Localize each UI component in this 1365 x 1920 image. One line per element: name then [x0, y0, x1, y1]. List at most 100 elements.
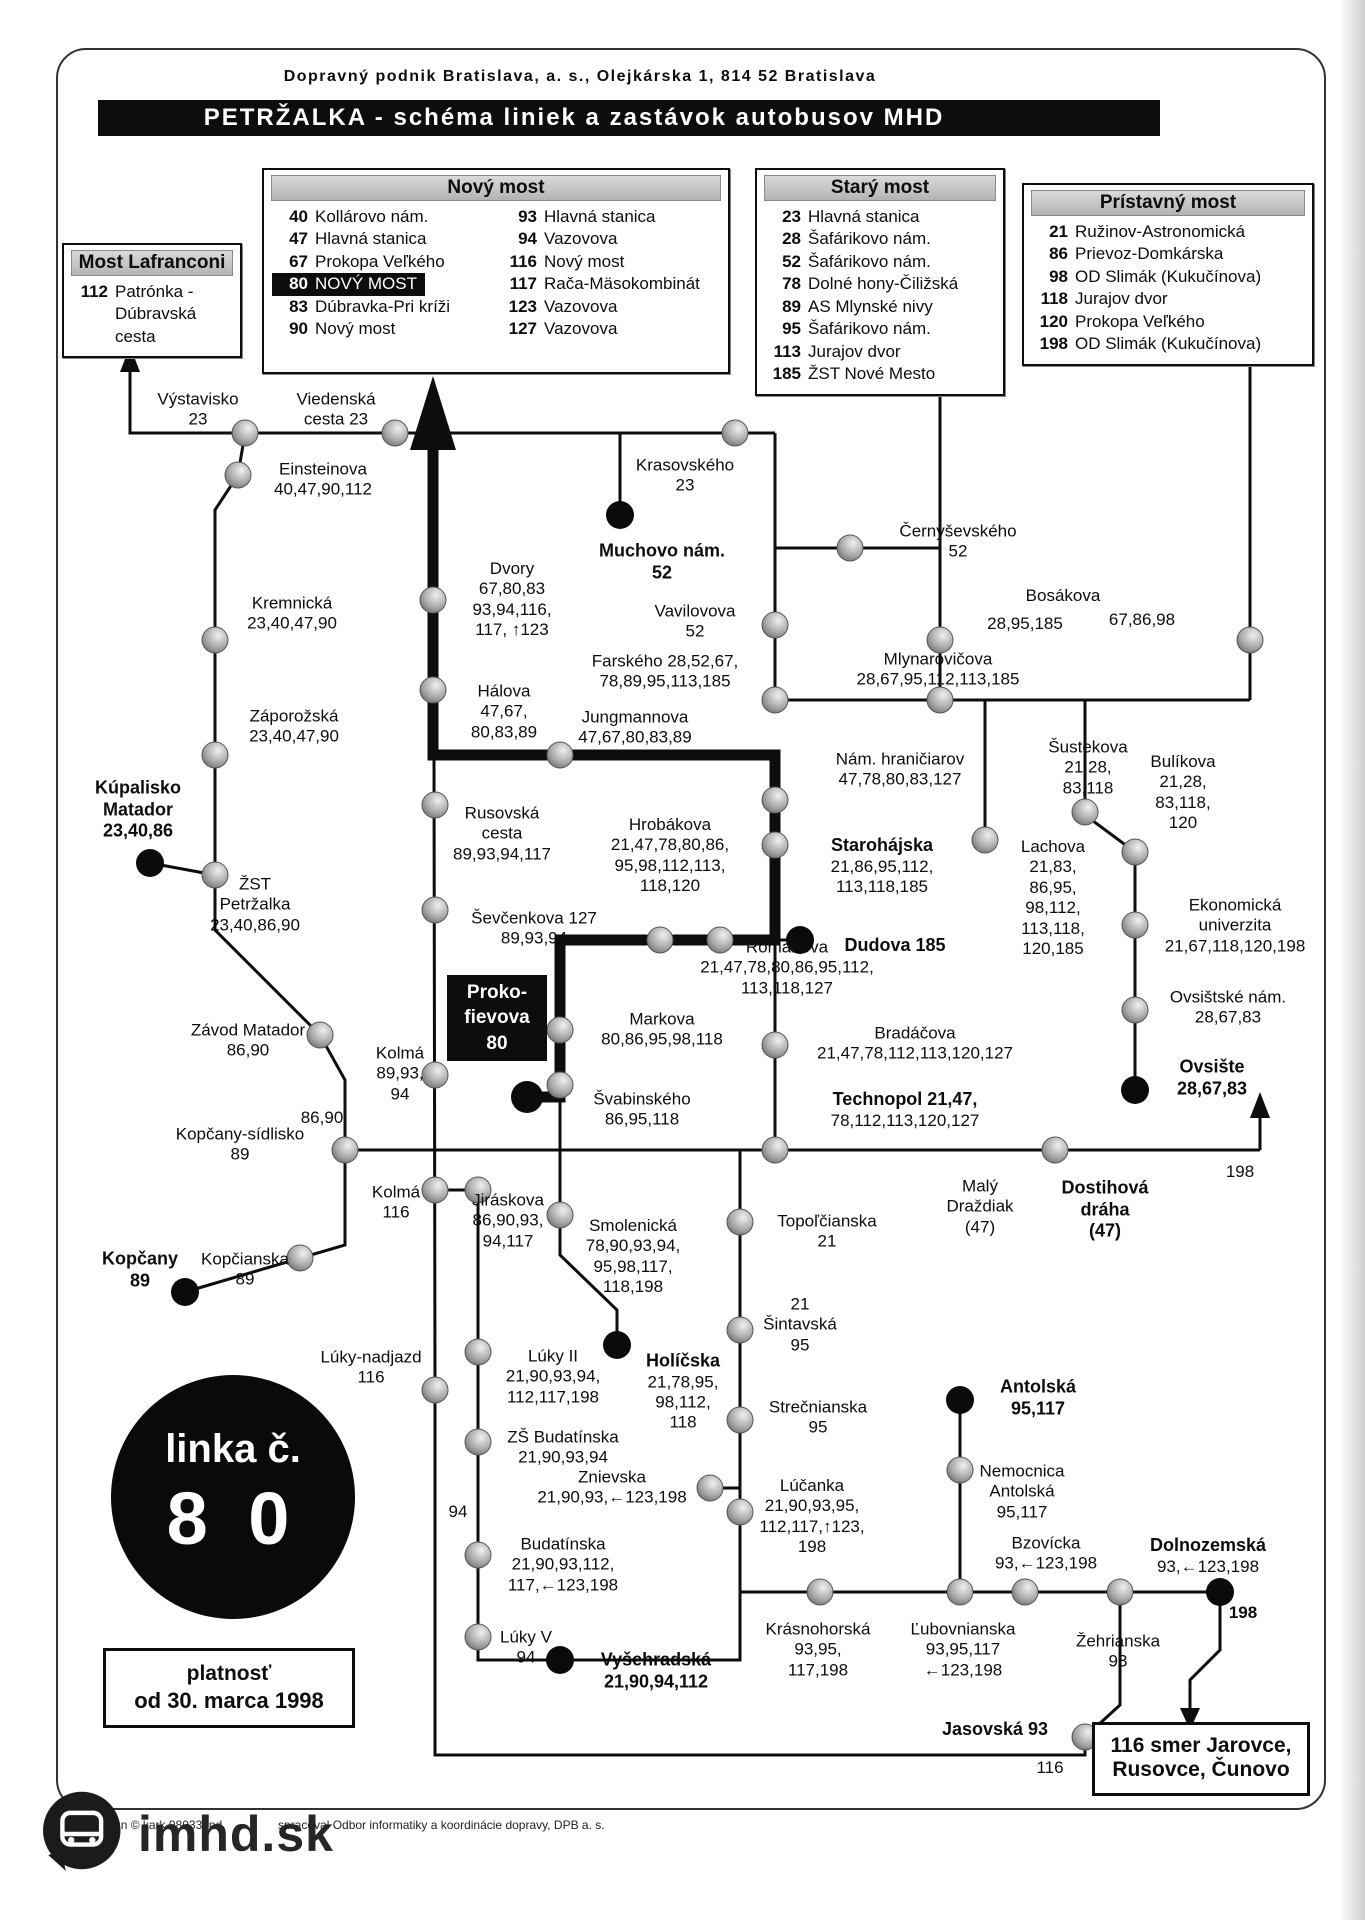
stop-circle	[646, 926, 674, 954]
stop-circle	[1121, 838, 1149, 866]
note-line-1: 116 smer Jarovce,	[1110, 1734, 1292, 1757]
legend-line-number: 127	[508, 319, 537, 339]
stop-label-float-94: 94	[449, 1502, 468, 1522]
legend-item-line-94: 94 Vazovova	[501, 228, 720, 250]
stop-text: Černyševského 52	[899, 521, 1017, 561]
stop-text: Znievska 21,90,93,←123,198	[537, 1467, 687, 1507]
stop-circle	[306, 1021, 334, 1049]
legend-line-number: 185	[772, 364, 801, 384]
stop-text: Nemocnica Antolská 95,117	[979, 1461, 1065, 1522]
terminus-circle	[603, 1331, 631, 1359]
stop-circle	[1236, 626, 1264, 654]
legend-line-number: 67	[289, 251, 308, 271]
stop-circle	[546, 1201, 574, 1229]
route-line	[476, 1190, 742, 1662]
stop-text: Jiráskova 86,90,93, 94,117	[472, 1190, 544, 1251]
scan-shadow	[1339, 0, 1365, 1920]
stop-name-bold: Dostihová dráha (47)	[1061, 1177, 1149, 1241]
stop-label-kolma-116: Kolmá 116	[372, 1183, 420, 1224]
stop-label-bulikova: Bulíkova 21,28, 83,118, 120	[1150, 752, 1215, 834]
stop-text: ŽST Petržalka 23,40,86,90	[210, 874, 300, 935]
legend-line-number: 89	[782, 296, 801, 316]
imhd-logo-text[interactable]: imhd.sk	[138, 1806, 334, 1862]
stop-label-jasovska: Jasovská 93	[942, 1719, 1048, 1741]
stop-label-zavod-matador: Závod Matador 86,90	[191, 1021, 305, 1062]
validity-caption: platnosť	[186, 1662, 272, 1685]
stop-label-luky-5: Lúky V 94	[500, 1628, 552, 1669]
legend-line-destination: Dolné hony-Čiližská	[808, 274, 959, 294]
stop-text: Markova 80,86,95,98,118	[601, 1009, 723, 1049]
stop-text: Viedenská cesta 23	[296, 389, 376, 429]
stop-circle	[971, 826, 999, 854]
stop-text: Lúky II 21,90,93,94, 112,117,198	[505, 1346, 601, 1407]
legend-line-destination: OD Slimák (Kukučínova)	[1075, 334, 1262, 354]
legend-line-destination: Nový most	[544, 251, 625, 271]
legend-line-number: 112	[80, 282, 108, 301]
stop-text: Malý Draždiak (47)	[946, 1176, 1014, 1237]
stop-label-kupalisko-matador: Kúpalisko Matador 23,40,86	[95, 778, 181, 843]
stop-circle	[761, 1136, 789, 1164]
stop-label-float-198-bottom: 198	[1229, 1603, 1257, 1623]
stop-text: Kolmá 89,93, 94	[375, 1043, 425, 1104]
stop-text: 94	[448, 1501, 468, 1521]
stop-circle	[1071, 798, 1099, 826]
legend-line-destination: AS Mlynské nivy	[808, 296, 933, 316]
stop-circle	[201, 626, 229, 654]
legend-title-stary-most: Starý most	[764, 175, 996, 201]
imhd-bus-pin-icon	[43, 1791, 121, 1871]
stop-text: Kopčianska 89	[201, 1249, 289, 1289]
stop-circle	[546, 1071, 574, 1099]
legend-title-most-lafranconi: Most Lafranconi	[71, 250, 233, 276]
terminus-circle	[171, 1278, 199, 1306]
legend-line-number: 94	[518, 229, 537, 249]
stop-label-zehrianska: Žehrianska 93	[1076, 1632, 1160, 1673]
stop-circle	[1121, 911, 1149, 939]
legend-item-line-40: 40 Kollárovo nám.	[272, 206, 491, 228]
imhd-logo[interactable]: imhd.sk	[36, 1790, 334, 1878]
stop-name-bold: Vyšehradská 21,90,94,112	[600, 1649, 712, 1691]
legend-line-destination: Šafárikovo nám.	[808, 319, 931, 339]
stop-text: Vavilovova 52	[654, 601, 736, 641]
stop-label-kremnicka: Kremnická 23,40,47,90	[247, 594, 337, 635]
stop-text: 86,90	[300, 1107, 344, 1127]
legend-line-number: 40	[289, 207, 308, 226]
stop-circle	[286, 1244, 314, 1272]
legend-line-destination: Kollárovo nám.	[315, 207, 429, 226]
stop-circle	[464, 1428, 492, 1456]
stop-text: 21,78,95, 98,112, 118	[647, 1372, 719, 1432]
terminus-circle	[786, 926, 814, 954]
stop-label-float-116: 116	[1036, 1758, 1063, 1778]
prokofievova-terminal-label: Proko- fievova 80	[464, 981, 530, 1054]
stop-name-bold: Dudova 185	[844, 935, 946, 956]
stop-circle	[761, 611, 789, 639]
legend-line-destination: Prievoz-Domkárska	[1075, 244, 1224, 264]
legend-title-novy-most: Nový most	[271, 175, 721, 201]
stop-circle	[419, 676, 447, 704]
stop-circle	[726, 1406, 754, 1434]
stop-text: Kolmá 116	[371, 1182, 421, 1222]
legend-line-destination: Vazovova	[544, 229, 618, 249]
stop-text: Lúky V 94	[500, 1627, 552, 1667]
terminus-circle	[546, 1646, 574, 1674]
stop-label-strecnianska: Strečnianska 95	[769, 1398, 867, 1439]
prokofievova-terminal-box: Proko- fievova 80	[447, 975, 547, 1061]
stop-label-halova: Hálova 47,67, 80,83,89	[471, 681, 537, 742]
stop-circle	[696, 1474, 724, 1502]
stop-label-dudova: Dudova 185	[844, 935, 945, 957]
stop-text: Rusovská cesta 89,93,94,117	[453, 803, 551, 864]
stop-text: Mlynarovičova 28,67,95,112,113,185	[856, 649, 1020, 689]
stop-text: Romanova 21,47,78,80,86,95,112, 113,118,…	[700, 937, 874, 998]
stop-circle	[421, 791, 449, 819]
stop-text: Bzovícka 93,←123,198	[994, 1533, 1098, 1573]
legend-line-number: 113	[773, 341, 801, 361]
stop-label-svabinskeho: Švabinského 86,95,118	[593, 1090, 690, 1131]
stop-label-zst-petrzalka: ŽST Petržalka 23,40,86,90	[210, 874, 300, 935]
